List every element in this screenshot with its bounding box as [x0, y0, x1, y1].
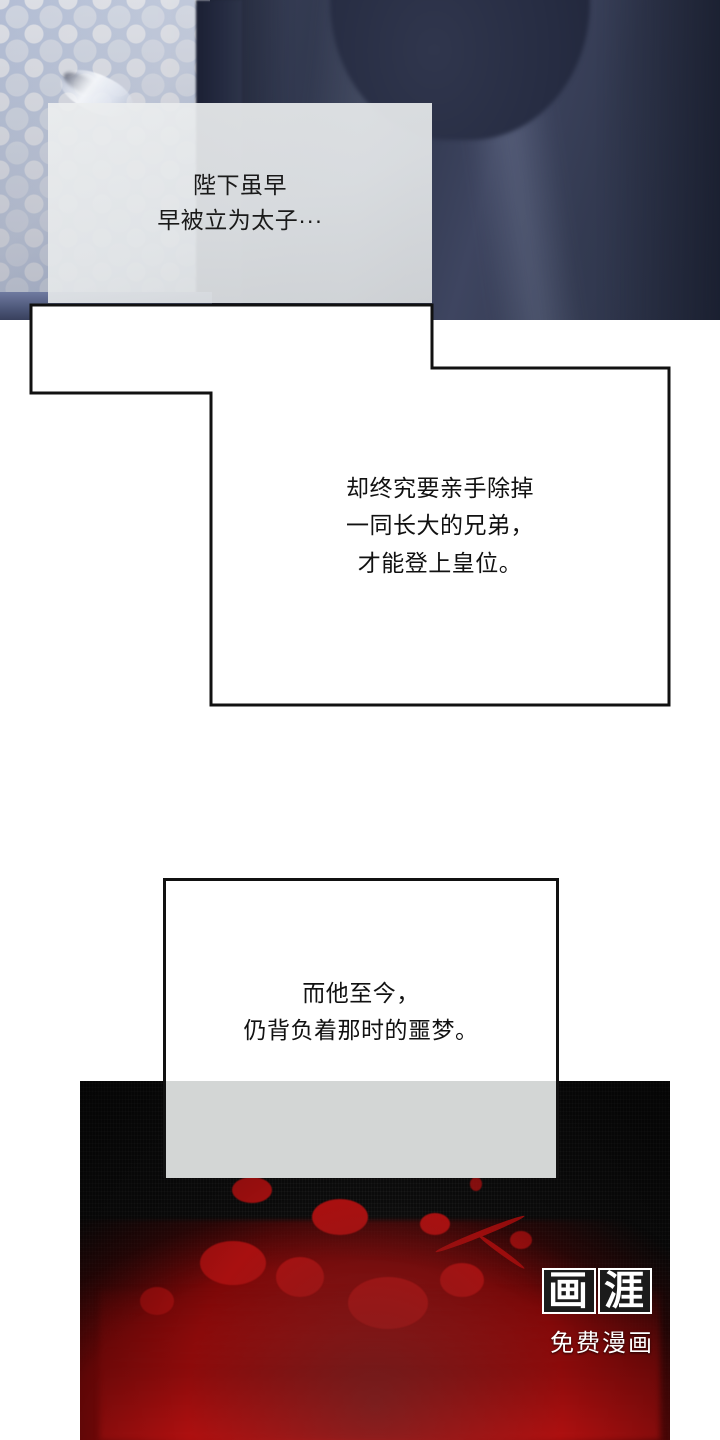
narration-three-text: 而他至今， 仍背负着那时的噩梦。: [243, 980, 479, 1044]
narration-two-text: 却终究要亲手除掉 一同长大的兄弟， 才能登上皇位。: [346, 475, 534, 576]
watermark-logo: 画涯: [538, 1265, 654, 1317]
narration-three-fill: [166, 1081, 556, 1178]
watermark: 画涯 免费漫画: [538, 1265, 654, 1358]
watermark-logo-char-1: 画: [542, 1268, 596, 1314]
robe-shadow-right: [600, 0, 720, 320]
narration-two-shape: [29, 303, 671, 707]
watermark-logo-char-2: 涯: [598, 1268, 652, 1314]
watermark-subtitle: 免费漫画: [550, 1330, 654, 1357]
speech-bubble-one: 陛下虽早 早被立为太子···: [48, 103, 432, 303]
narration-two-outline: [29, 303, 671, 707]
speech-bubble-one-text: 陛下虽早 早被立为太子···: [157, 172, 323, 233]
